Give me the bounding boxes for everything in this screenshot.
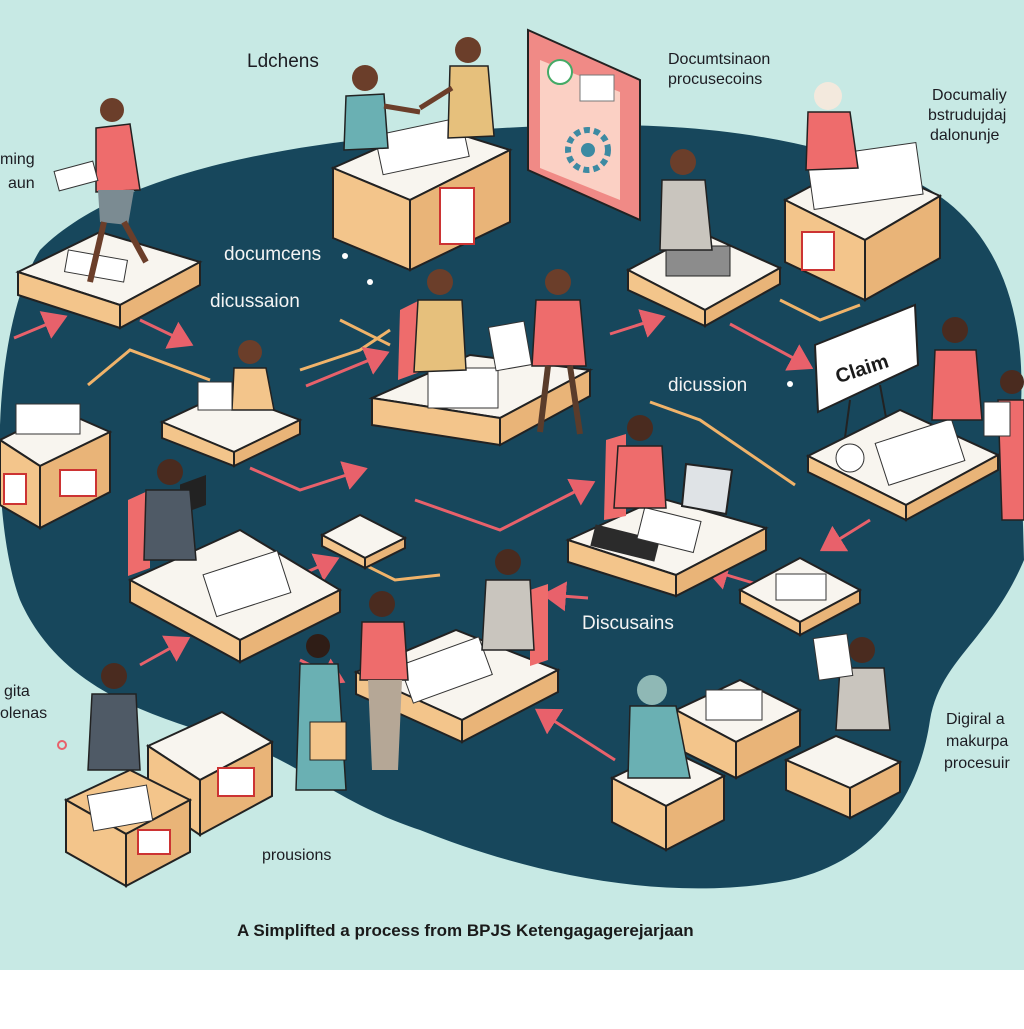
label-top-center-1: Documtsinaon	[668, 51, 771, 68]
digital-panel	[527, 28, 641, 222]
person-reading	[812, 633, 891, 731]
station-archive-left	[0, 403, 113, 530]
label-right-bottom-2: makurpa	[946, 733, 1009, 750]
label-top-left: Ldchens	[247, 51, 319, 72]
person-left-discussant	[398, 269, 467, 380]
label-top-right-3: dalonunje	[930, 127, 1000, 144]
person-seated	[343, 65, 421, 151]
station-meeting	[330, 37, 513, 272]
station-claim-review	[805, 317, 1024, 522]
label-lower-left-2: olenas	[0, 705, 48, 722]
person-claim-woman	[931, 317, 983, 421]
label-top-right-1: Documaliy	[932, 87, 1007, 104]
label-right-bottom-3: procesuir	[944, 755, 1010, 772]
label-dots	[342, 253, 793, 387]
label-discussion-1: dicussaion	[210, 291, 300, 312]
label-lower-left-1: gita	[4, 683, 30, 700]
label-top-right-2: bstrudujdaj	[928, 107, 1007, 124]
station-laptop-left	[127, 459, 343, 664]
person-pink-woman	[359, 591, 409, 770]
station-archive-bottom	[63, 663, 275, 888]
station-paper-tile	[737, 556, 863, 637]
station-documents	[782, 82, 943, 302]
label-bottom: prousions	[262, 847, 332, 864]
person-standing	[418, 37, 495, 139]
label-discussions: Discusains	[582, 613, 674, 634]
label-discussion-2: dicussion	[668, 375, 748, 396]
person-grey-man-center	[481, 549, 548, 666]
station-laptop-center	[565, 415, 769, 598]
station-reader	[159, 340, 303, 468]
station-stack	[625, 149, 783, 328]
station-start	[15, 98, 203, 330]
person-right-discussant	[487, 269, 587, 435]
label-documents: documcens	[224, 244, 322, 265]
station-discussion	[368, 269, 594, 447]
station-archive-right	[609, 633, 903, 852]
person-grey-suit	[659, 149, 713, 251]
station-tile	[319, 513, 408, 570]
person-walking	[53, 98, 149, 283]
workflow-paths	[87, 298, 861, 582]
label-top-center-2: procusecoins	[668, 71, 763, 88]
station-discussions	[295, 549, 561, 791]
person-teal-woman	[295, 634, 347, 791]
marker-dot	[57, 740, 67, 750]
label-left-2: aun	[8, 175, 35, 192]
figure-caption: A Simplifted a process from BPJS Ketenga…	[237, 921, 694, 940]
person-claim-woman-2	[983, 370, 1024, 521]
label-left-1: ming	[0, 151, 35, 168]
label-right-bottom-1: Digiral a	[946, 711, 1005, 728]
person-grey-man-left	[87, 663, 141, 771]
person-hijab	[805, 82, 859, 171]
person-seated-hijab	[627, 675, 691, 779]
